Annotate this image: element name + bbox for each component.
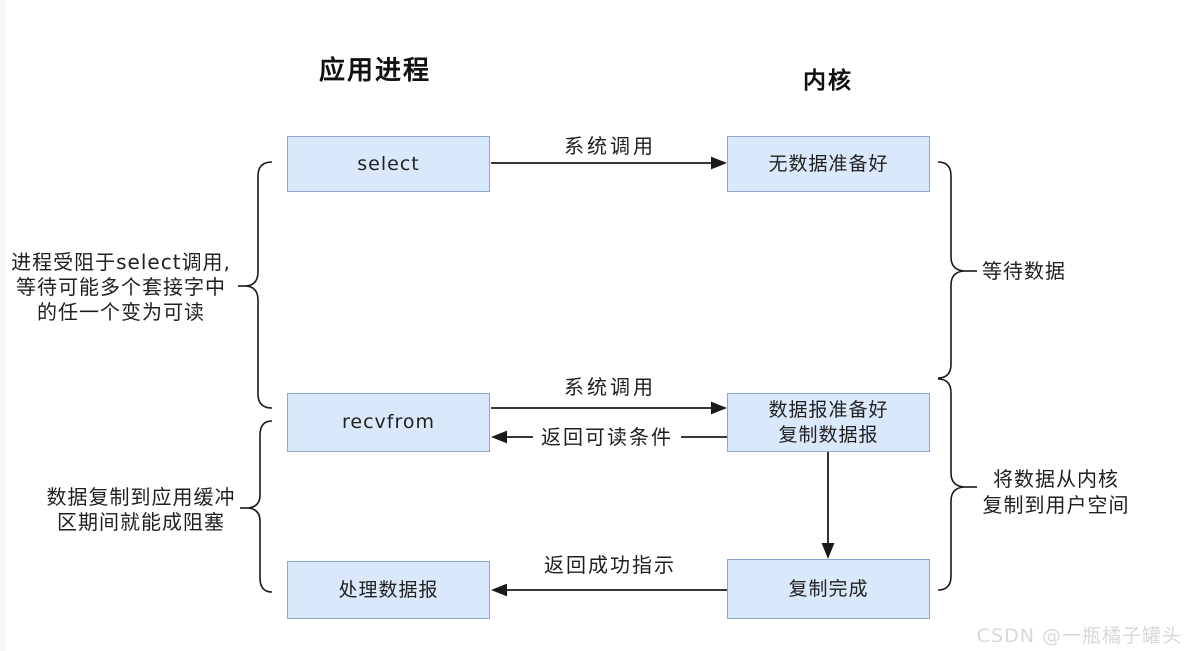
arrowhead-copy-down (821, 543, 835, 559)
box-select-label: select (357, 152, 420, 175)
box-copy-complete-label: 复制完成 (788, 577, 869, 600)
box-copy-complete: 复制完成 (727, 559, 930, 619)
right-brace-wait-data (937, 161, 965, 379)
arrow-label-return-readable: 返回可读条件 (533, 424, 681, 450)
arrow-label-syscall-recvfrom: 系统调用 (564, 375, 656, 399)
annotation-kernel-copy: 将数据从内核 复制到用户空间 (970, 466, 1142, 518)
annotation-copy-blocked: 数据复制到应用缓冲 区期间就能成阻塞 (33, 485, 249, 535)
annotation-wait-data: 等待数据 (982, 259, 1066, 283)
left-edge-strip (0, 0, 6, 651)
annotation-kernel-copy-line2: 复制到用户空间 (982, 493, 1130, 517)
box-process-datagram: 处理数据报 (287, 561, 490, 619)
annotation-select-blocked-line1: 进程受阻于select调用, (11, 250, 231, 274)
annotation-select-blocked: 进程受阻于select调用, 等待可能多个套接字中 的任一个变为可读 (0, 250, 242, 325)
box-select: select (287, 136, 490, 192)
arrow-label-syscall-select: 系统调用 (564, 134, 656, 158)
arrowhead-syscall-select (711, 156, 727, 170)
annotation-select-blocked-line3: 的任一个变为可读 (37, 300, 205, 324)
annotation-kernel-copy-line1: 将数据从内核 (993, 467, 1119, 491)
box-recvfrom: recvfrom (287, 393, 490, 452)
column-title-kernel: 内核 (803, 68, 853, 94)
left-brace-copy-blocked (247, 420, 273, 593)
annotation-copy-blocked-line1: 数据复制到应用缓冲 (46, 485, 236, 509)
csdn-watermark: CSDN @一瓶橘子罐头 (976, 625, 1182, 647)
box-datagram-ready: 数据报准备好 复制数据报 (727, 393, 930, 452)
arrowhead-return-readable (491, 430, 507, 444)
arrowhead-return-success (491, 583, 507, 597)
annotation-copy-blocked-line2: 区期间就能成阻塞 (57, 510, 225, 534)
box-no-data-ready: 无数据准备好 (727, 136, 930, 192)
annotation-select-blocked-line2: 等待可能多个套接字中 (16, 275, 226, 299)
arrow-label-return-success: 返回成功指示 (544, 553, 676, 577)
left-brace-select-blocked (245, 161, 273, 409)
box-datagram-ready-line1: 数据报准备好 (768, 398, 889, 421)
arrowhead-syscall-recvfrom (711, 401, 727, 415)
right-brace-kernel-copy (937, 378, 965, 591)
box-no-data-ready-label: 无数据准备好 (768, 152, 889, 175)
box-datagram-ready-line2: 复制数据报 (778, 423, 879, 446)
box-process-datagram-label: 处理数据报 (338, 578, 439, 601)
column-title-application-process: 应用进程 (318, 56, 431, 86)
box-recvfrom-label: recvfrom (342, 411, 435, 433)
